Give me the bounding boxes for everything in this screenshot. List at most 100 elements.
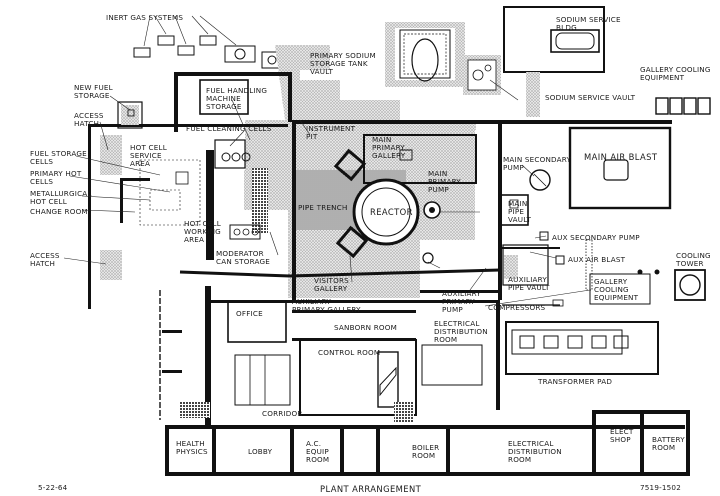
label-gallery-cool-1: GALLERY COOLING	[640, 65, 711, 74]
label-health-1: HEALTH	[176, 439, 205, 448]
label-office: OFFICE	[236, 309, 263, 318]
label-hot-cell-service-1: HOT CELL	[130, 143, 167, 152]
label-main-pipe-vault-3: VAULT	[508, 215, 531, 224]
label-metallurgical-2: HOT CELL	[30, 197, 67, 206]
label-aux-pipe-vault-1: AUXILIARY	[508, 275, 547, 284]
label-primary-tank-3: VAULT	[310, 67, 333, 76]
label-aux-secondary-pump: AUX SECONDARY PUMP	[552, 233, 640, 242]
label-gallery-cool2-1: GALLERY	[594, 277, 628, 286]
label-metallurgical-1: METALLURGICAL	[30, 189, 92, 198]
label-aux-pipe-vault-2: PIPE VAULT	[508, 283, 550, 292]
label-electrical-dist-2: DISTRIBUTION	[434, 327, 488, 336]
drawing-number: 7519-1502	[640, 483, 681, 492]
label-reactor: REACTOR	[370, 207, 413, 217]
label-electrical-dist-1: ELECTRICAL	[434, 319, 480, 328]
label-elect-shop-2: SHOP	[610, 435, 631, 444]
label-main-secondary-pump-2: PUMP	[503, 163, 524, 172]
label-sanborn-room: SANBORN ROOM	[334, 323, 397, 332]
label-fuel-machine-2: MACHINE	[206, 94, 241, 103]
label-access-hatch-2: HATCH	[74, 119, 99, 128]
inert-gas-tanks	[133, 15, 283, 69]
label-elect-shop-1: ELECT	[610, 427, 634, 436]
label-cooling-tower-2: TOWER	[675, 259, 704, 268]
label-elec-dist-room-3: ROOM	[508, 455, 531, 464]
label-hot-cell-working-1: HOT CELL	[184, 219, 221, 228]
leader-lines	[63, 79, 591, 307]
label-instrument-pit-2: PIT	[306, 132, 318, 141]
label-new-fuel-1: NEW FUEL	[74, 83, 113, 92]
label-ac-equip-1: A.C.	[306, 439, 321, 448]
label-aux-primary-pump-3: PUMP	[442, 305, 463, 314]
label-corridor: CORRIDOR	[262, 409, 303, 418]
label-aux-primary-gallery-1: AUXILIARY	[292, 297, 331, 306]
label-fuel-cleaning: FUEL CLEANING CELLS	[186, 124, 272, 133]
label-visitors-2: GALLERY	[314, 284, 348, 293]
label-hot-cell-working-3: AREA	[184, 235, 204, 244]
label-access-hatch-1: ACCESS	[74, 111, 104, 120]
label-gallery-cool2-3: EQUIPMENT	[594, 293, 639, 302]
gallery-cooling-equipment-top	[655, 97, 711, 115]
labels: INERT GAS SYSTEMS SODIUM SERVICE BLDG GA…	[30, 13, 711, 494]
label-sodium-bldg-1: SODIUM SERVICE	[556, 15, 621, 24]
label-aux-air-blast: AUX AIR BLAST	[568, 255, 626, 264]
label-aux-primary-gallery-2: PRIMARY GALLERY	[292, 305, 361, 314]
label-health-2: PHYSICS	[176, 447, 208, 456]
label-primary-hot-cells-2: CELLS	[30, 177, 53, 186]
label-battery-2: ROOM	[652, 443, 675, 452]
label-hot-cell-service-2: SERVICE	[130, 151, 162, 160]
label-primary-hot-cells-1: PRIMARY HOT	[30, 169, 82, 178]
label-ac-equip-3: ROOM	[306, 455, 329, 464]
label-aux-primary-pump-1: AUXILIARY	[442, 289, 481, 298]
label-boiler-1: BOILER	[412, 443, 439, 452]
label-access-hatch2-1: ACCESS	[30, 251, 60, 260]
label-fuel-storage-cells-1: FUEL STORAGE	[30, 149, 87, 158]
label-primary-tank-1: PRIMARY SODIUM	[310, 51, 376, 60]
label-main-air-blast: MAIN AIR BLAST	[584, 152, 658, 162]
label-gallery-cool2-2: COOLING	[594, 285, 629, 294]
label-primary-tank-2: STORAGE TANK	[310, 59, 368, 68]
label-sodium-bldg-2: BLDG	[556, 23, 577, 32]
label-main-primary-gallery-2: PRIMARY	[372, 143, 405, 152]
label-sodium-vault: SODIUM SERVICE VAULT	[545, 93, 636, 102]
label-pipe-trench: PIPE TRENCH	[298, 203, 348, 212]
label-transformer-pad: TRANSFORMER PAD	[537, 377, 612, 386]
label-battery-1: BATTERY	[652, 435, 685, 444]
drawing-date: 5-22-64	[38, 483, 68, 492]
label-main-primary-gallery-3: GALLERY	[372, 151, 406, 160]
label-ac-equip-2: EQUIP	[306, 447, 329, 456]
label-inert-gas: INERT GAS SYSTEMS	[106, 13, 183, 22]
transformer-units	[519, 335, 629, 349]
label-elec-dist-room-1: ELECTRICAL	[508, 439, 554, 448]
label-electrical-dist-3: ROOM	[434, 335, 457, 344]
structure-walls	[88, 72, 706, 476]
label-change-room: CHANGE ROOM	[30, 207, 88, 216]
label-moderator-2: CAN STORAGE	[216, 257, 270, 266]
label-main-primary-pump-2: PRIMARY	[428, 177, 461, 186]
label-control-room: CONTROL ROOM	[318, 348, 380, 357]
label-instrument-pit-1: INSTRUMENT	[306, 124, 356, 133]
label-cooling-tower-1: COOLING	[676, 251, 711, 260]
label-hot-cell-service-3: AREA	[130, 159, 150, 168]
label-boiler-2: ROOM	[412, 451, 435, 460]
drawing-title: PLANT ARRANGEMENT	[320, 484, 422, 494]
label-compressors: COMPRESSORS	[488, 303, 546, 312]
label-main-pipe-vault-1: MAIN	[508, 199, 527, 208]
label-main-secondary-pump-1: MAIN SECONDARY	[503, 155, 572, 164]
label-fuel-storage-cells-2: CELLS	[30, 157, 53, 166]
label-elec-dist-room-2: DISTRIBUTION	[508, 447, 562, 456]
label-gallery-cool-2: EQUIPMENT	[640, 73, 685, 82]
label-main-primary-pump-1: MAIN	[428, 169, 447, 178]
label-fuel-machine-1: FUEL HANDLING	[206, 86, 267, 95]
containment-stipple	[244, 22, 501, 298]
label-main-primary-gallery-1: MAIN	[372, 135, 391, 144]
label-main-primary-pump-3: PUMP	[428, 185, 449, 194]
label-fuel-machine-3: STORAGE	[206, 102, 242, 111]
sodium-service-building	[503, 6, 605, 117]
label-aux-primary-pump-2: PRIMARY	[442, 297, 475, 306]
label-hot-cell-working-2: WORKING	[184, 227, 221, 236]
label-main-pipe-vault-2: PIPE	[508, 207, 524, 216]
label-access-hatch2-2: HATCH	[30, 259, 55, 268]
label-visitors-1: VISITORS	[314, 276, 349, 285]
